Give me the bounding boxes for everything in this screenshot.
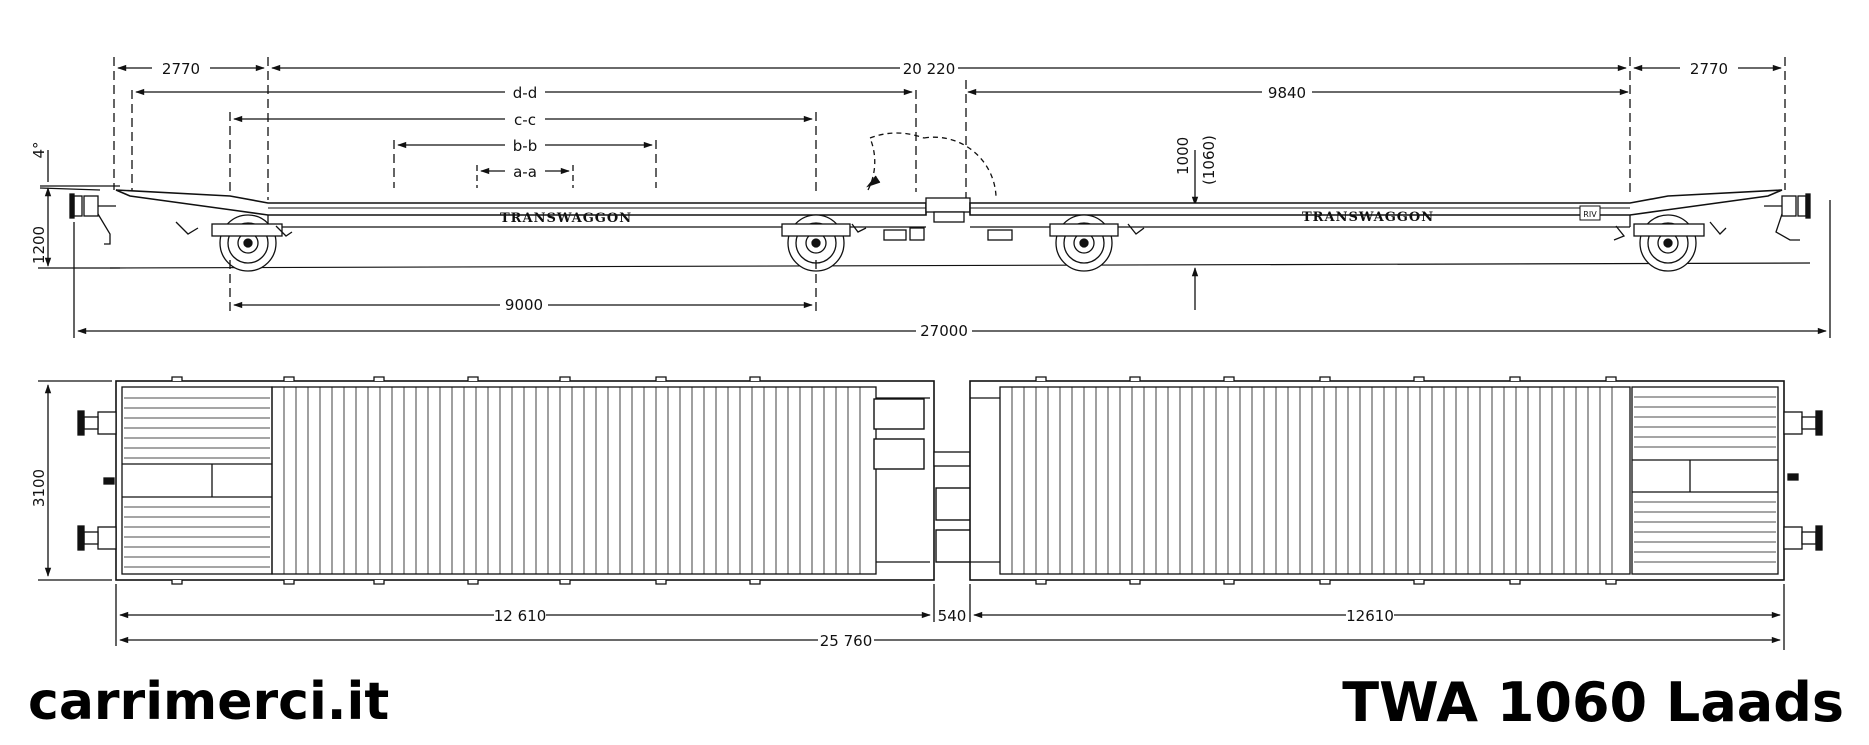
dim-d-d: d-d xyxy=(513,84,537,102)
bogie-left-2 xyxy=(781,214,867,272)
footer-model-label: TWA 1060 Laads xyxy=(1342,671,1844,734)
footer-site-label: carrimerci.it xyxy=(28,672,390,732)
dimension-lines-top xyxy=(113,57,1786,200)
plan-right-unit xyxy=(969,376,1823,585)
dim-end-left: 2770 xyxy=(162,60,200,78)
dim-height-deck: 1000 xyxy=(1174,137,1192,175)
dimension-lines-height xyxy=(38,150,1199,310)
side-view-labels: 2770 20 220 2770 9840 d-d c-c b-b a-a 10… xyxy=(30,60,1738,340)
plan-view-labels: 3100 12 610 540 12610 25 760 xyxy=(30,469,1394,650)
bogie-right-2 xyxy=(1613,214,1727,272)
plan-left-unit xyxy=(77,376,935,585)
riv-mark: RIV xyxy=(1583,210,1597,219)
dim-end-right: 2770 xyxy=(1690,60,1728,78)
dim-right-span: 9840 xyxy=(1268,84,1306,102)
bogie-right-1 xyxy=(1049,214,1145,272)
dim-a-a: a-a xyxy=(513,163,537,181)
dim-b-b: b-b xyxy=(513,137,537,155)
dim-unit-left: 12 610 xyxy=(494,607,547,625)
side-view: TRANSWAGGON xyxy=(38,57,1831,338)
dim-wheelbase-total: 20 220 xyxy=(903,60,956,78)
bogie-left-1 xyxy=(175,214,293,272)
dim-total: 25 760 xyxy=(820,632,873,650)
dim-height-buffer: 1200 xyxy=(30,226,48,264)
dim-bogie-centres: 9000 xyxy=(505,296,543,314)
side-right-unit: RIV TRANSWAGGON xyxy=(969,189,1811,272)
dim-height-deck-alt: (1060) xyxy=(1200,135,1218,185)
side-left-unit: TRANSWAGGON xyxy=(69,189,927,272)
dim-unit-right: 12610 xyxy=(1346,607,1394,625)
dim-gap: 540 xyxy=(938,607,967,625)
brand-label-right: TRANSWAGGON xyxy=(1302,210,1434,225)
dim-overall: 27000 xyxy=(920,322,968,340)
plan-view xyxy=(38,376,1823,650)
dim-angle: 4° xyxy=(30,141,48,158)
dim-width: 3100 xyxy=(30,469,48,507)
dim-c-c: c-c xyxy=(514,111,536,129)
brand-label-left: TRANSWAGGON xyxy=(500,211,632,226)
